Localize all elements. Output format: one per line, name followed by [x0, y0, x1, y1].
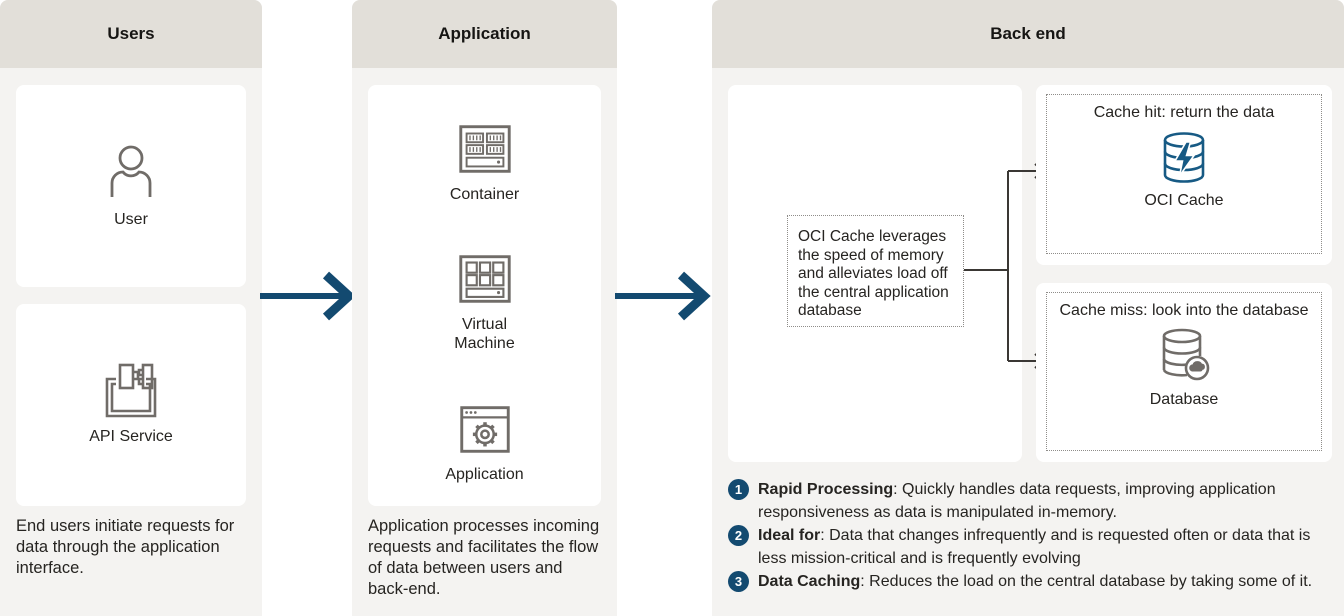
- list-term-3: Data Caching: [758, 573, 861, 590]
- application-to-backend-arrow: [615, 271, 711, 321]
- app-label: Application: [445, 466, 524, 483]
- oci-cache-note-card: [728, 85, 1022, 462]
- container-icon: [454, 118, 516, 180]
- cache-hit-box: Cache hit: return the data OCI Cache: [1046, 94, 1322, 254]
- app-icon-group: Application: [368, 398, 601, 484]
- user-icon: [99, 141, 163, 205]
- users-description: End users initiate requests for data thr…: [16, 517, 235, 577]
- backend-column-title: Back end: [990, 24, 1066, 43]
- list-item-rapid-processing: 1 Rapid Processing: Quickly handles data…: [728, 478, 1328, 524]
- container-label: Container: [449, 186, 520, 203]
- users-column-header: Users: [0, 0, 262, 68]
- list-term-2: Ideal for: [758, 527, 821, 544]
- user-card: User: [16, 85, 246, 287]
- database-label: Database: [1149, 391, 1219, 408]
- list-desc-2: : Data that changes infrequently and is …: [758, 527, 1311, 567]
- user-icon-group: User: [16, 141, 246, 229]
- list-badge-3: 3: [728, 571, 749, 592]
- api-service-icon: [99, 358, 163, 422]
- cache-miss-box: Cache miss: look into the database Datab…: [1046, 292, 1322, 451]
- user-label: User: [114, 211, 148, 228]
- application-card: Container Virtual Machine: [368, 85, 601, 506]
- oci-cache-note-box: OCI Cache leverages the speed of memory …: [787, 215, 964, 327]
- application-icon: [454, 398, 516, 460]
- container-icon-group: Container: [368, 118, 601, 204]
- list-desc-1: : Quickly handles data requests, improvi…: [758, 481, 1276, 521]
- list-badge-1: 1: [728, 479, 749, 500]
- api-service-card: API Service: [16, 304, 246, 506]
- vm-label: Virtual Machine: [454, 316, 515, 352]
- backend-column-header: Back end: [712, 0, 1344, 68]
- cache-miss-title: Cache miss: look into the database: [1059, 302, 1309, 319]
- cache-hit-title: Cache hit: return the data: [1093, 104, 1275, 121]
- oci-cache-label: OCI Cache: [1144, 192, 1224, 209]
- list-term-1: Rapid Processing: [758, 481, 894, 498]
- list-badge-2: 2: [728, 525, 749, 546]
- application-description: Application processes incoming requests …: [368, 517, 600, 598]
- vm-icon-group: Virtual Machine: [368, 248, 601, 353]
- cache-hit-card: Cache hit: return the data OCI Cache: [1036, 85, 1332, 265]
- oci-cache-note-text: OCI Cache leverages the speed of memory …: [798, 228, 949, 319]
- users-column-title: Users: [107, 24, 155, 43]
- users-to-application-arrow: [260, 271, 356, 321]
- api-service-label: API Service: [89, 428, 173, 445]
- database-icon: [1156, 326, 1212, 384]
- cache-miss-card: Cache miss: look into the database Datab…: [1036, 283, 1332, 462]
- oci-cache-icon: [1156, 129, 1212, 187]
- api-service-icon-group: API Service: [16, 358, 246, 446]
- application-column-title: Application: [438, 24, 531, 43]
- virtual-machine-icon: [454, 248, 516, 310]
- list-item-data-caching: 3 Data Caching: Reduces the load on the …: [728, 570, 1328, 593]
- list-desc-3: : Reduces the load on the central databa…: [860, 573, 1313, 590]
- application-column-header: Application: [352, 0, 617, 68]
- list-item-ideal-for: 2 Ideal for: Data that changes infrequen…: [728, 524, 1328, 570]
